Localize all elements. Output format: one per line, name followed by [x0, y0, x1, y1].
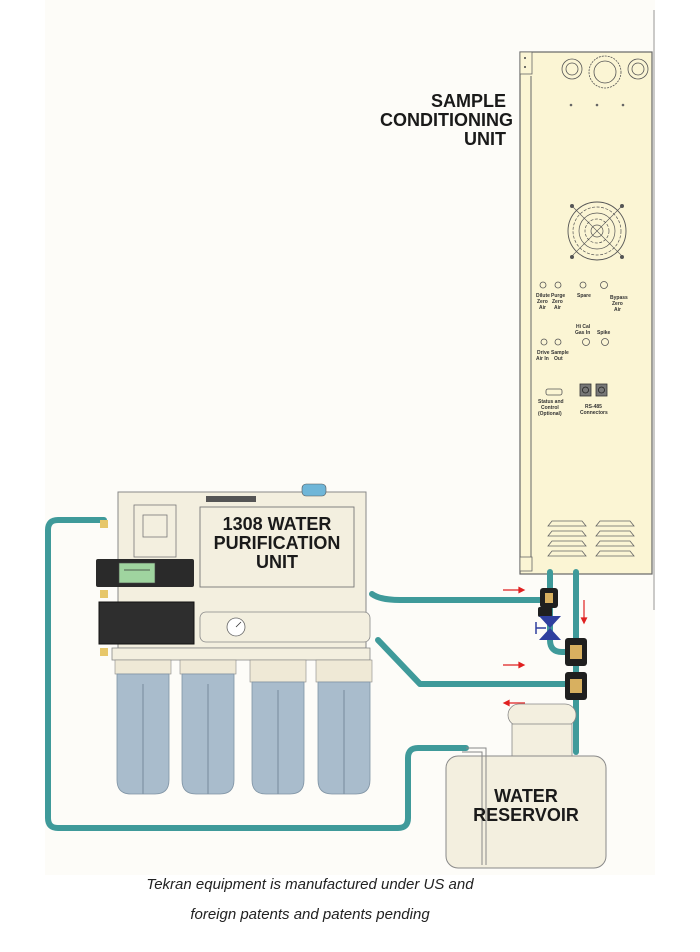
tube-purifier-low — [375, 637, 575, 687]
filter-housing-2 — [179, 659, 237, 795]
water-reservoir-label: WATER RESERVOIR — [446, 787, 606, 825]
rs485-connector-1 — [579, 383, 592, 397]
sample-conditioning-unit-label: SAMPLE CONDITIONING UNIT — [380, 91, 513, 149]
scu-label-line-1: SAMPLE — [430, 91, 506, 111]
filter-housing-1 — [114, 659, 172, 795]
filter-housing-4 — [315, 659, 373, 795]
pump-block — [98, 601, 195, 645]
scu-label-line-2: CONDITIONING — [380, 109, 513, 130]
tube-inlet-loop — [45, 517, 469, 831]
svg-text:Connectors: Connectors — [580, 410, 608, 416]
port-row-1 — [539, 281, 608, 289]
port-label-purge: Purge — [551, 293, 565, 299]
flow-arrow-down — [580, 600, 588, 625]
port-row-2 — [540, 338, 609, 346]
water-purification-unit — [96, 483, 371, 661]
tube-sample-drop — [547, 569, 579, 655]
port-label-hical: Hi Cal — [576, 324, 591, 330]
rs485-connector-2 — [595, 383, 608, 397]
port-label-bypass: Bypass — [610, 295, 628, 301]
port-label-spike: Spike — [597, 330, 611, 336]
tee-fitting-upper — [538, 588, 558, 617]
svg-text:Status and: Status and — [538, 399, 564, 405]
wpu-label-line-1: 1308 WATER — [222, 514, 332, 534]
flow-arrow-left-lower — [502, 699, 525, 707]
cooling-fan — [567, 201, 627, 261]
meter-display — [118, 562, 156, 584]
top-port-circles — [561, 55, 649, 107]
reservoir-label-line-2: RESERVOIR — [473, 804, 579, 825]
port-label-sample-out: Sample — [551, 350, 569, 356]
svg-text:Out: Out — [554, 356, 563, 362]
wpu-label-line-2: PURIFICATION — [213, 532, 341, 553]
patent-caption-line-1: Tekran equipment is manufactured under U… — [146, 876, 474, 893]
port-label-dilute: Dilute — [536, 293, 550, 299]
flow-arrow-right-upper — [503, 586, 526, 594]
reservoir-label-line-1: WATER — [494, 786, 558, 806]
svg-text:RS-485: RS-485 — [585, 404, 602, 410]
bottom-vents — [547, 520, 635, 557]
svg-text:(Optional): (Optional) — [538, 411, 562, 417]
water-purification-unit-label: 1308 WATER PURIFICATION UNIT — [200, 515, 354, 572]
needle-valve — [535, 616, 561, 640]
svg-text:Air: Air — [539, 305, 546, 311]
tube-purifier-to-valve — [369, 591, 551, 603]
scu-label-line-3: UNIT — [464, 128, 506, 149]
wpu-label-line-3: UNIT — [256, 551, 298, 572]
svg-text:Air: Air — [614, 307, 621, 313]
svg-text:Air: Air — [554, 305, 561, 311]
filter-housing-3 — [249, 659, 307, 795]
svg-text:Gas In: Gas In — [575, 330, 590, 336]
port-label-spare: Spare — [577, 293, 591, 299]
patent-caption-line-2: foreign patents and patents pending — [190, 906, 430, 923]
svg-text:Zero: Zero — [612, 301, 623, 307]
water-reservoir — [445, 703, 607, 869]
tee-fitting-middle — [565, 638, 587, 666]
svg-text:Zero: Zero — [552, 299, 563, 305]
flow-arrow-right-middle — [503, 661, 526, 669]
filter-housings — [114, 659, 373, 795]
svg-text:Air In: Air In — [536, 356, 549, 362]
tee-fitting-lower — [565, 672, 587, 700]
status-connector — [545, 388, 563, 396]
svg-text:Zero: Zero — [537, 299, 548, 305]
flow-arrows — [502, 586, 588, 707]
blue-sensor — [301, 483, 327, 497]
port-label-drive-air: Drive — [537, 350, 550, 356]
svg-text:Control: Control — [541, 405, 559, 411]
